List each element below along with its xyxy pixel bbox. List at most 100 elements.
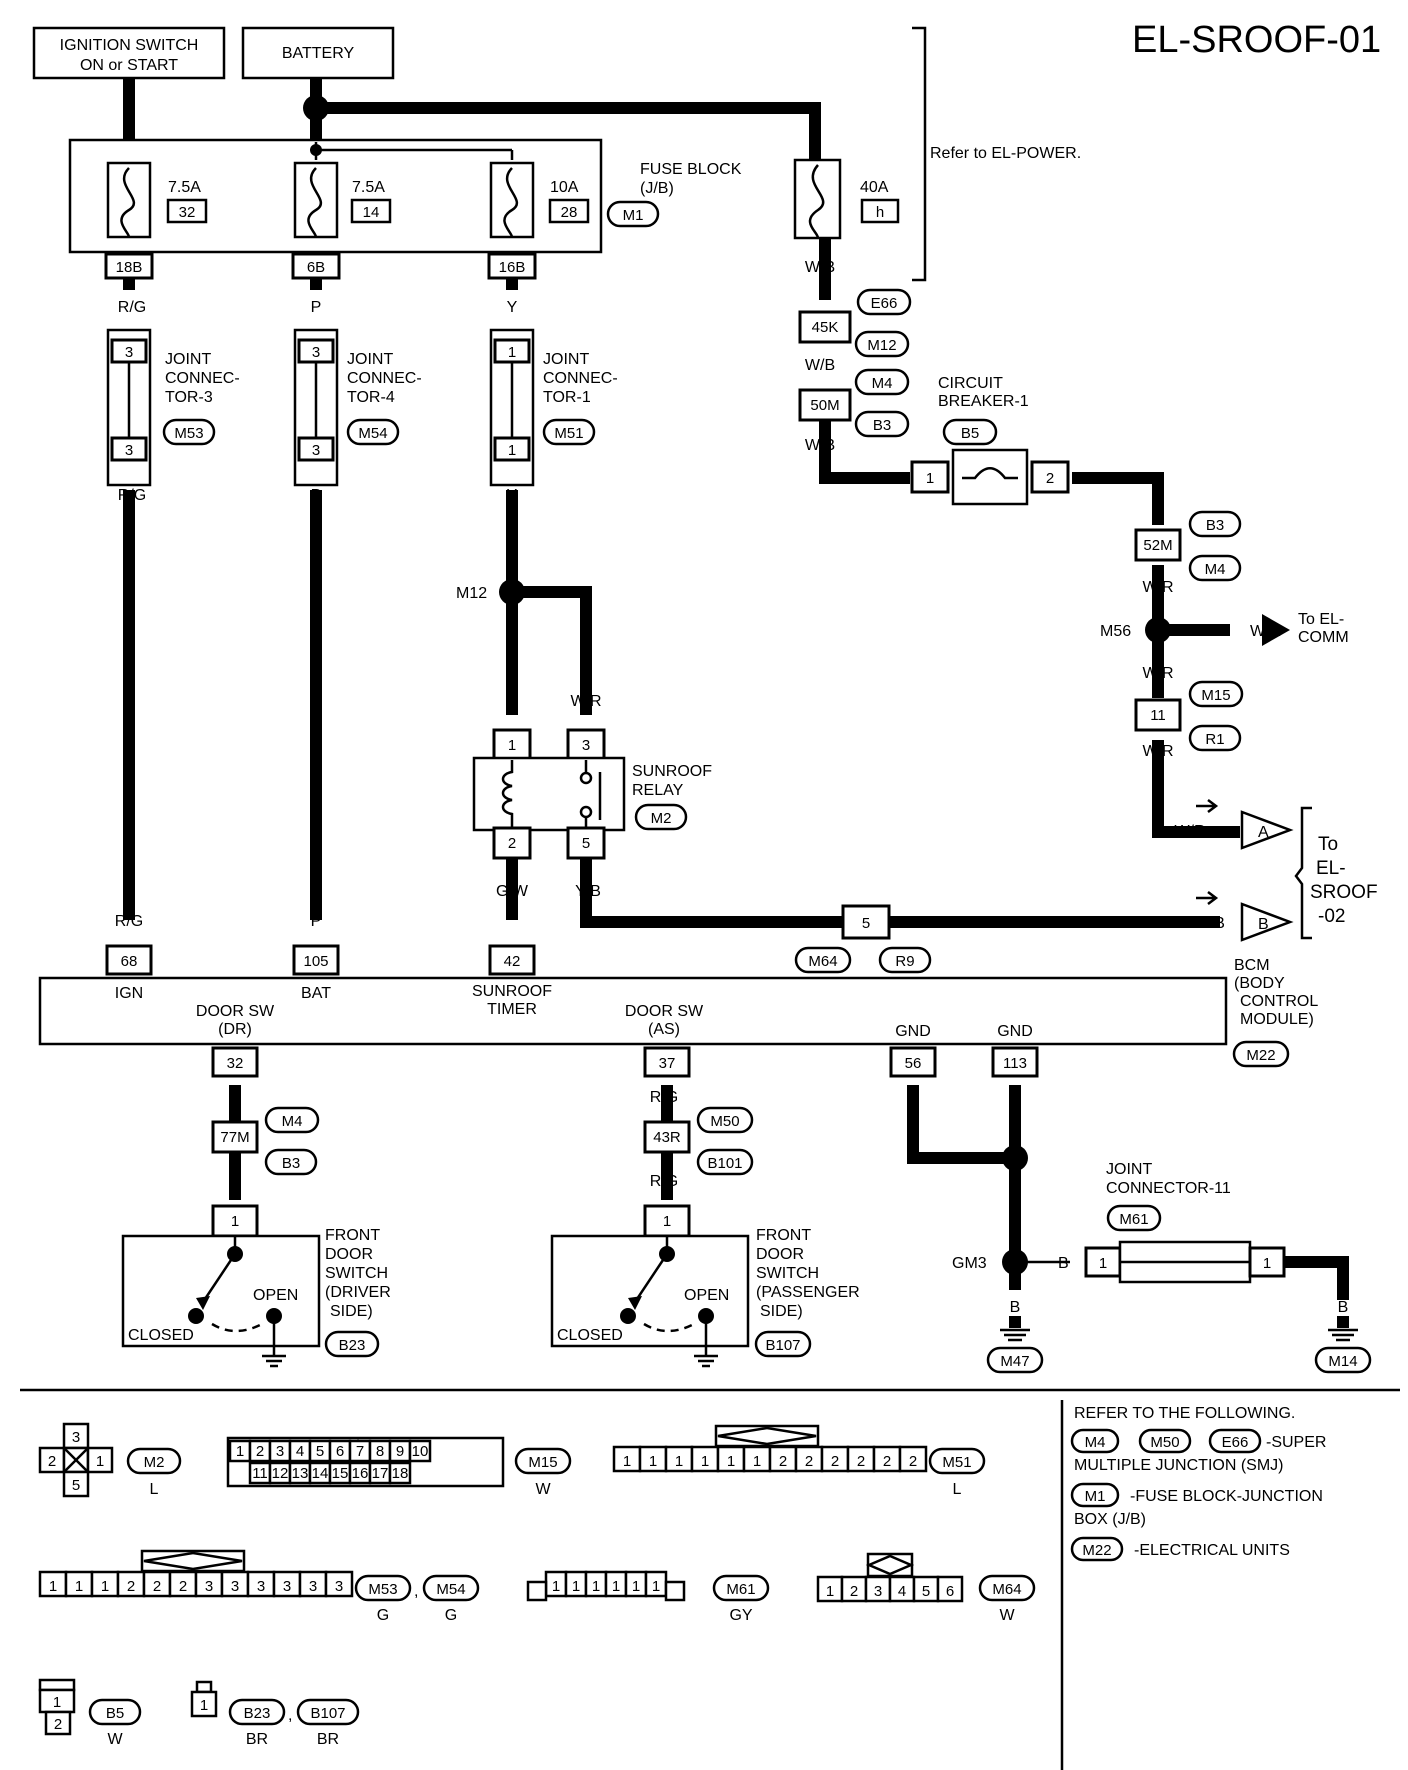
wire-rg-2: R/G bbox=[118, 487, 146, 504]
bcm-label-ign: IGN bbox=[115, 985, 143, 1002]
door-as-l4: (PASSENGER bbox=[756, 1284, 860, 1301]
m61-end-tab bbox=[664, 1580, 686, 1602]
m53-pin: 3 bbox=[231, 1578, 239, 1595]
to-sroof02-l2: EL- bbox=[1316, 858, 1346, 879]
m61-pin: 1 bbox=[552, 1578, 560, 1595]
splice-m12 bbox=[499, 579, 525, 605]
wire-y-3: Y bbox=[507, 693, 518, 710]
relay-pin-1: 1 bbox=[508, 737, 516, 754]
jc4-l3: TOR-4 bbox=[347, 389, 395, 406]
m2-view-pin-1: 1 bbox=[96, 1453, 104, 1470]
smj-r1: R1 bbox=[1205, 731, 1224, 748]
connector-b-letter: B bbox=[1258, 916, 1269, 933]
door-dr-code: B23 bbox=[339, 1337, 366, 1354]
ground-m47: M47 bbox=[1000, 1353, 1029, 1370]
door-as-closed: CLOSED bbox=[557, 1327, 623, 1344]
legend-smj-l2: MULTIPLE JUNCTION (SMJ) bbox=[1074, 1457, 1283, 1474]
connector-a-triangle bbox=[1240, 810, 1294, 850]
ground-m14: M14 bbox=[1328, 1353, 1357, 1370]
m51-cell bbox=[872, 1445, 902, 1473]
fuse-term-16b: 16B bbox=[499, 259, 526, 276]
fuse-block: 7.5A 32 7.5A 14 10A 28 18B 6B 16B FUSE B… bbox=[68, 138, 742, 280]
m15-row1-pin: 1 bbox=[236, 1443, 244, 1460]
arrow-to-comm bbox=[1262, 614, 1290, 646]
m53-pin: 2 bbox=[153, 1578, 161, 1595]
arrow-a-dir bbox=[1196, 799, 1219, 813]
m15-row1-pin: 3 bbox=[276, 1443, 284, 1460]
door-dr-pin: 1 bbox=[231, 1213, 239, 1230]
legend-jb-l2: BOX (J/B) bbox=[1074, 1511, 1146, 1528]
wire-wr-1: W/R bbox=[1094, 471, 1125, 488]
m15-row2-pin: 18 bbox=[392, 1465, 409, 1482]
m51-cell bbox=[820, 1445, 850, 1473]
fuse-1-amp: 7.5A bbox=[168, 179, 201, 196]
door-dr-closed: CLOSED bbox=[128, 1327, 194, 1344]
wire-p-1: P bbox=[311, 299, 322, 316]
smj-b3: B3 bbox=[873, 417, 891, 434]
jc4-l2: CONNEC- bbox=[347, 370, 422, 387]
bcm-label-bat: BAT bbox=[301, 985, 331, 1002]
smj-b3-2: B3 bbox=[1206, 517, 1224, 534]
refer-power: Refer to EL-POWER. bbox=[930, 145, 1081, 162]
m15-view-color: W bbox=[535, 1481, 551, 1498]
bcm: 68 105 42 IGN BAT SUNROOF TIMER DOOR SW … bbox=[38, 944, 1318, 1078]
wire-b-2: B bbox=[1010, 1089, 1021, 1106]
m53-pin: 3 bbox=[335, 1578, 343, 1595]
jc3-code: M53 bbox=[174, 425, 203, 442]
arrow-b-dir bbox=[1196, 891, 1219, 905]
bcm-code: M22 bbox=[1246, 1047, 1275, 1064]
joint-connector-11: JOINT CONNECTOR-11 M61 1 1 bbox=[1084, 1161, 1286, 1284]
m61-pin: 1 bbox=[612, 1578, 620, 1595]
m53-cell bbox=[246, 1570, 276, 1598]
smj-m50: M50 bbox=[710, 1113, 739, 1130]
m53-pin: 3 bbox=[257, 1578, 265, 1595]
fusible-amp: 40A bbox=[860, 179, 889, 196]
legend-l1: REFER TO THE FOLLOWING. bbox=[1074, 1405, 1295, 1422]
m51-pin: 2 bbox=[805, 1453, 813, 1470]
sroof02-bracket bbox=[1294, 806, 1312, 940]
wire-rg-3: R/G bbox=[115, 913, 143, 930]
m53-pin: 1 bbox=[75, 1578, 83, 1595]
to-sroof02-l1: To bbox=[1318, 834, 1338, 855]
m2-view-pin-5: 5 bbox=[72, 1477, 80, 1494]
jc4-pin-bottom: 3 bbox=[312, 442, 320, 459]
bcm-label-sunroof: SUNROOF bbox=[472, 983, 552, 1000]
m53-pin: 3 bbox=[309, 1578, 317, 1595]
wire-yb-4: Y/B bbox=[907, 915, 933, 932]
bcm-label-gnd-2: GND bbox=[997, 1023, 1033, 1040]
connector-view-b23-b107: 1 B23 , B107 BR BR bbox=[190, 1680, 360, 1748]
page-id: EL-SROOF-01 bbox=[1132, 19, 1381, 61]
fuse-1-num: 32 bbox=[179, 204, 196, 221]
jc4-l1: JOINT bbox=[347, 351, 393, 368]
battery: BATTERY bbox=[241, 26, 395, 80]
bcm-pin-68: 68 bbox=[121, 953, 138, 970]
b5-view-pin-2: 2 bbox=[54, 1716, 62, 1733]
door-dr-l4: (DRIVER bbox=[325, 1284, 391, 1301]
m51-pin: 1 bbox=[701, 1453, 709, 1470]
door-as-l3: SWITCH bbox=[756, 1265, 819, 1282]
m15-row1-cell bbox=[408, 1439, 432, 1463]
m15-row1-pin: 10 bbox=[412, 1443, 429, 1460]
door-as-l5: SIDE) bbox=[760, 1303, 803, 1320]
relay-l1: SUNROOF bbox=[632, 763, 712, 780]
front-door-switch-passenger: 1 CLOSED OPEN FRONT DOOR SWITCH (PASSENG… bbox=[550, 1204, 860, 1368]
m15-view-code: M15 bbox=[528, 1454, 557, 1471]
jc11-pin-left: 1 bbox=[1099, 1255, 1107, 1272]
door-as-open: OPEN bbox=[684, 1287, 729, 1304]
m15-row1-pin: 8 bbox=[376, 1443, 384, 1460]
conn-50m: 50M bbox=[810, 397, 839, 414]
jc1-code: M51 bbox=[554, 425, 583, 442]
ground-splice bbox=[1002, 1145, 1028, 1171]
jc11-l1: JOINT bbox=[1106, 1161, 1152, 1178]
wire-b-1: B bbox=[908, 1089, 919, 1106]
relay-pin-2: 2 bbox=[508, 835, 516, 852]
m64-view-code: M64 bbox=[992, 1581, 1021, 1598]
m2-view-pin-2: 2 bbox=[48, 1453, 56, 1470]
m61-pin: 1 bbox=[652, 1578, 660, 1595]
bcm-label-timer: TIMER bbox=[487, 1001, 537, 1018]
smj-m64: M64 bbox=[808, 953, 837, 970]
conn-77m: 77M bbox=[220, 1129, 249, 1146]
m2-view-color: L bbox=[150, 1481, 159, 1498]
